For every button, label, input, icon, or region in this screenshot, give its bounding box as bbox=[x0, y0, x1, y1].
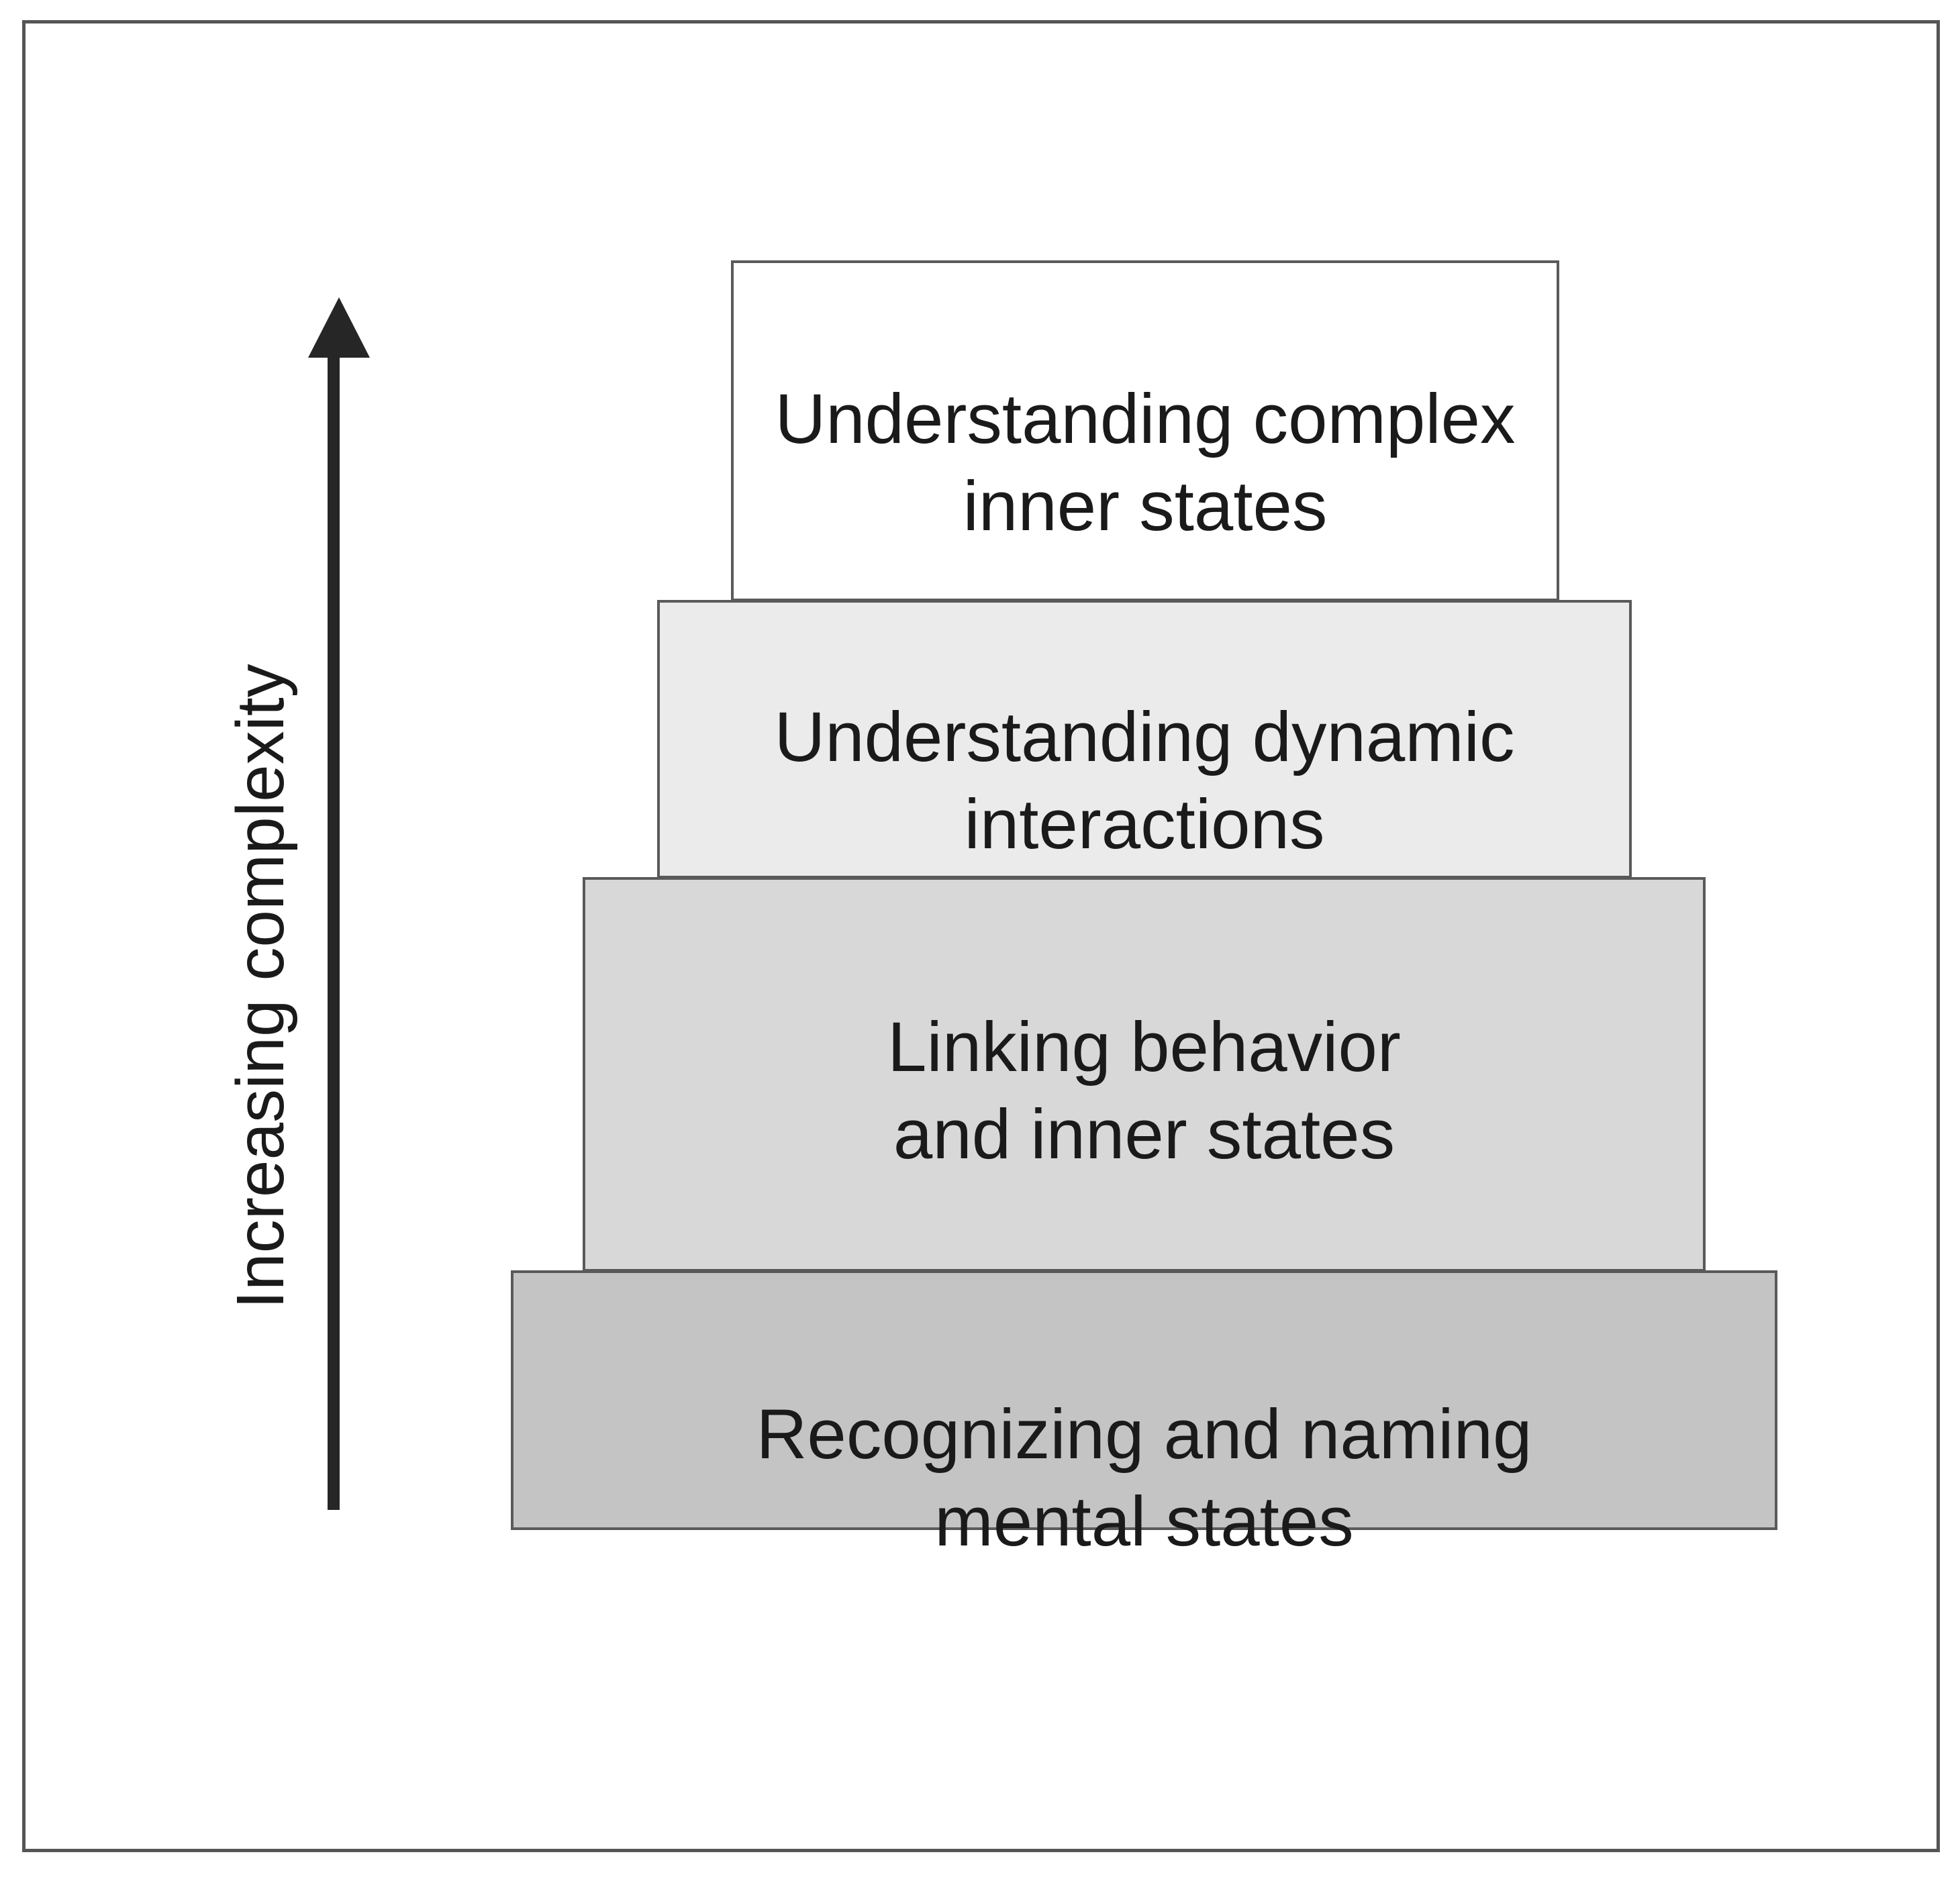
figure-border: Increasing complexity Understanding comp… bbox=[22, 20, 1940, 1852]
arrow-up-icon bbox=[308, 297, 370, 1510]
tier-label: Understanding dynamic interactions bbox=[774, 698, 1515, 864]
pyramid-tier-understanding-dynamic-interactions[interactable]: Understanding dynamic interactions bbox=[657, 600, 1632, 878]
increasing-complexity-arrow bbox=[293, 292, 387, 1520]
pyramid-tier-recognizing-and-naming-mental-states[interactable]: Recognizing and naming mental states bbox=[511, 1270, 1777, 1561]
pyramid-tier-linking-behavior-and-inner-states[interactable]: Linking behavior and inner states bbox=[583, 877, 1706, 1272]
axis-label-increasing-complexity: Increasing complexity bbox=[223, 664, 298, 1309]
tier-label: Understanding complex inner states bbox=[775, 379, 1516, 546]
pyramid-tier-understanding-complex-inner-states[interactable]: Understanding complex inner states bbox=[731, 260, 1559, 601]
tier-label: Linking behavior and inner states bbox=[887, 1008, 1401, 1174]
tier-label: Recognizing and naming mental states bbox=[756, 1395, 1532, 1562]
